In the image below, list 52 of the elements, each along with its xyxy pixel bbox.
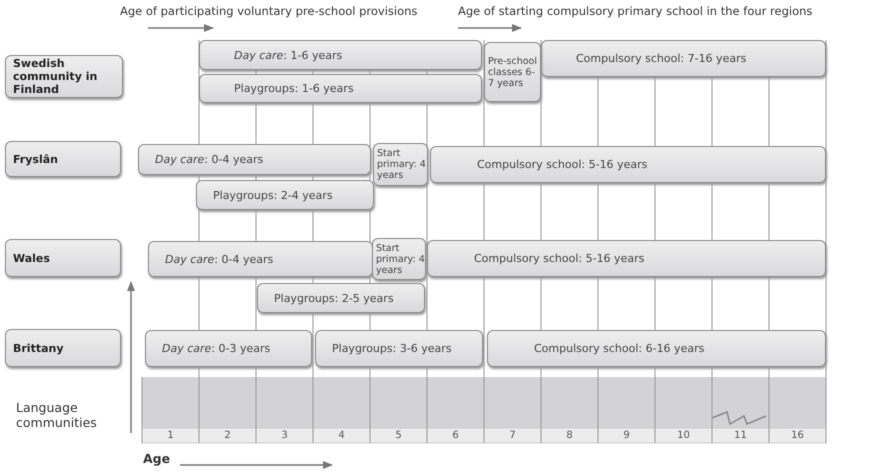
age-number: 4 [337, 430, 346, 441]
axis-label: Language communities [16, 400, 98, 430]
age-number: 10 [676, 430, 691, 441]
school-start-box [484, 42, 541, 102]
provision-bar [257, 283, 425, 313]
bar-text: Day care: 1-6 years [233, 48, 342, 62]
provision-bar [148, 241, 373, 277]
community-label-box [5, 329, 121, 367]
provision-bar [430, 146, 826, 183]
bar-text: Day care: 0-3 years [161, 342, 270, 355]
bar-text: Pre-school classes 6-7 years [487, 56, 538, 88]
community-label-box [5, 55, 123, 98]
bar-text: Fryslân [13, 152, 58, 166]
age-number: 11 [733, 430, 748, 441]
provision-bar [138, 144, 371, 175]
age-number: 1 [166, 430, 175, 441]
provision-bar [145, 330, 312, 367]
provision-bar [199, 74, 482, 103]
bar-text: Playgroups: 3-6 years [331, 342, 452, 355]
bar-text: Start primary: 4 years [375, 242, 425, 276]
age-number: 5 [394, 430, 403, 441]
age-number: 16 [790, 430, 805, 441]
bar-text: Compulsory school: 7-16 years [575, 52, 746, 65]
age-number: 6 [451, 430, 460, 441]
age-number: 7 [508, 430, 517, 441]
age-number: 9 [622, 430, 631, 441]
provision-bar [196, 180, 374, 210]
provision-bar [487, 330, 826, 367]
provision-bar [199, 40, 482, 70]
bar-text: Playgroups: 1-6 years [233, 82, 354, 95]
community-label-box [5, 141, 121, 177]
community-label-box [5, 239, 121, 277]
age-number: 8 [565, 430, 574, 441]
bar-text: Compulsory school: 5-16 years [473, 252, 644, 265]
provision-bar [315, 330, 483, 367]
heading-text: Age of starting compulsory primary school in the four regions [458, 4, 812, 18]
age-number: 3 [280, 430, 289, 441]
bar-text: Day care: 0-4 years [164, 252, 274, 266]
heading-text: Age of participating voluntary pre-school provisions [120, 4, 418, 18]
bar-text: Start primary: 4 years [376, 148, 427, 181]
bar-text: Wales [13, 252, 50, 264]
bar-text: Swedish community in Finland [13, 57, 98, 96]
bar-text: Brittany [13, 342, 64, 354]
bar-text: Compulsory school: 5-16 years [476, 158, 648, 171]
bar-text: Playgroups: 2-5 years [273, 292, 394, 304]
provision-bar [427, 240, 826, 277]
bar-text: Day care: 0-4 years [154, 153, 264, 166]
provision-bar [541, 40, 826, 77]
bar-text: Playgroups: 2-4 years [212, 188, 333, 202]
bar-text: Compulsory school: 6-16 years [533, 342, 704, 355]
age-number: 2 [223, 430, 232, 441]
axis-label: Age [143, 451, 170, 466]
